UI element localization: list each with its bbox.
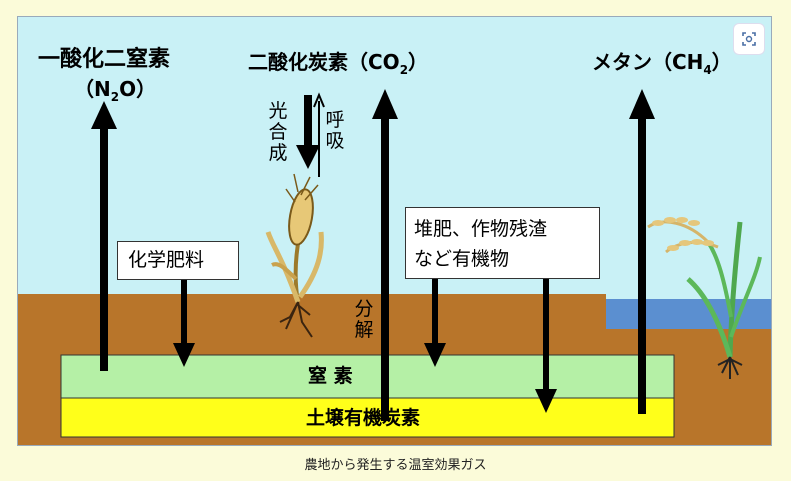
fertilizer-arrow-head <box>173 343 195 367</box>
photosynthesis-arrow-head <box>296 145 320 169</box>
organic-to-carbon-arrow-head <box>535 389 557 413</box>
organic-matter-line1: 堆肥、作物残渣 <box>414 218 548 240</box>
rice-plant-icon <box>647 217 762 379</box>
wheat-plant-icon <box>265 173 324 338</box>
flow-arrows <box>91 89 655 421</box>
soil-carbon-layer <box>60 397 675 438</box>
paddy-water <box>606 299 771 329</box>
diagram-figure: 一酸化二窒素 （N2O） 二酸化炭素（CO2） メタン（CH4） 光合成 呼吸 … <box>17 16 772 446</box>
nitrogen-layer-label: 窒 素 <box>308 365 353 387</box>
ch4-arrow-head <box>629 89 655 119</box>
n2o-formula: （N2O） <box>74 77 157 104</box>
organic-to-nitrogen-arrow-head <box>424 343 446 367</box>
expand-icon <box>742 32 756 46</box>
n2o-arrow-head <box>91 101 117 129</box>
organic-matter-box: 堆肥、作物残渣 など有機物 <box>405 207 600 279</box>
photosynthesis-label: 光合成 <box>268 100 288 164</box>
respiration-arrow-head <box>313 92 325 108</box>
organic-matter-line2: など有機物 <box>414 248 510 270</box>
n2o-label: 一酸化二窒素 <box>38 47 171 72</box>
ch4-label: メタン（CH4） <box>592 50 732 77</box>
co2-label: 二酸化炭素（CO2） <box>248 50 429 77</box>
diagram-scene <box>18 89 771 445</box>
fertilizer-box: 化学肥料 <box>117 241 239 280</box>
decomposition-label: 分解 <box>354 298 374 341</box>
soil-carbon-layer-label: 土壌有機炭素 <box>306 407 421 429</box>
figure-caption: 農地から発生する温室効果ガス <box>304 458 487 473</box>
nitrogen-layer <box>60 354 675 399</box>
expand-button[interactable] <box>733 23 765 55</box>
respiration-label: 呼吸 <box>325 109 345 152</box>
co2-arrow-head <box>372 89 398 119</box>
